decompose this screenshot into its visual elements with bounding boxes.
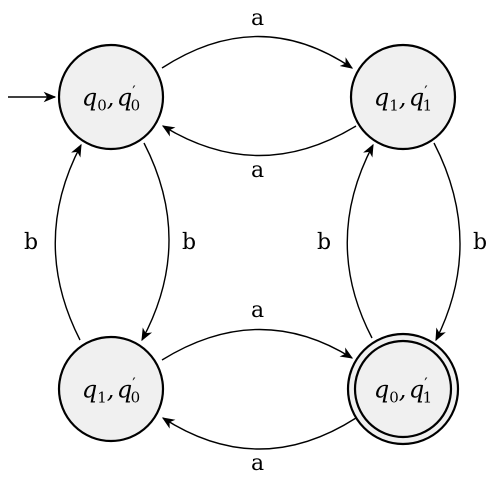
edge-label-s10-s01: a (251, 298, 265, 323)
state-q0-q1prime-inner (353, 339, 453, 439)
edge-label-s10-s00: b (24, 230, 39, 255)
edge-s00-to-s11 (161, 35, 354, 69)
state-label-s10: q1, q′0 (81, 374, 141, 407)
edge-s10-to-s01 (161, 328, 354, 361)
edge-s00-to-s10 (141, 142, 170, 342)
state-label-s11: q1, q′1 (373, 82, 433, 115)
state-label-s01: q0, q′1 (373, 374, 433, 407)
edge-s10-to-s00 (54, 143, 82, 341)
edge-label-s01-s10: a (251, 451, 265, 476)
edge-s01-to-s10 (161, 417, 357, 450)
edge-s11-to-s01 (433, 142, 461, 342)
state-q1-q1prime (349, 43, 457, 151)
state-label-s00: q0, q′0 (81, 82, 141, 115)
state-q1-q0prime (57, 335, 165, 443)
edge-label-s11-s01: b (473, 230, 488, 255)
edge-label-s11-s00: a (251, 158, 265, 183)
edge-s01-to-s11 (346, 143, 374, 339)
state-q0-q1prime-outer (346, 332, 460, 446)
edge-label-s00-s11: a (251, 6, 265, 31)
edge-label-s00-s10: b (182, 230, 197, 255)
state-q0-q0prime (57, 43, 165, 151)
edge-label-s01-s11: b (317, 230, 332, 255)
edge-s11-to-s00 (161, 125, 357, 157)
